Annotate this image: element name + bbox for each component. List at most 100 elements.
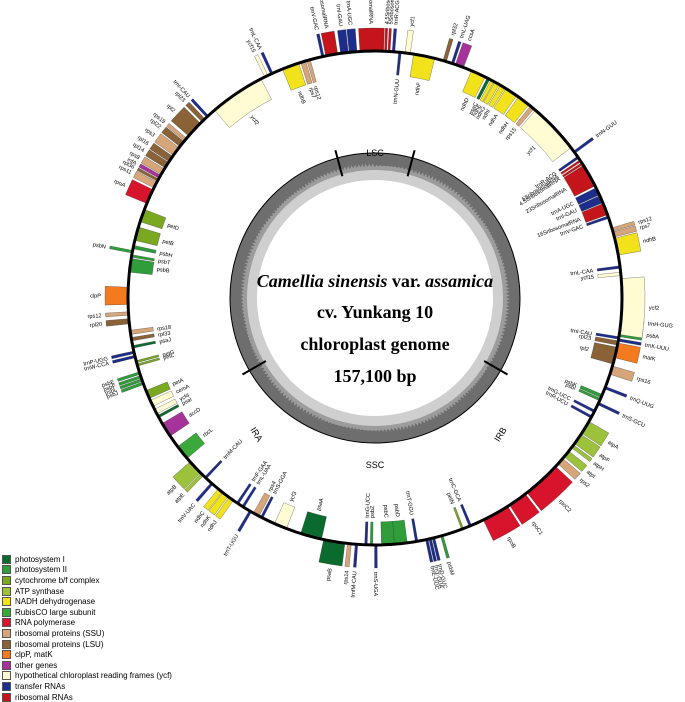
gene-block [130,258,155,275]
gene-label: atpF [598,453,611,465]
gene-label: trnP-UGG [83,356,109,367]
gene-label: rps12 [312,86,322,101]
gene-block [440,536,450,559]
legend-item: ribosomal proteins (LSU) [2,639,242,650]
legend-swatch [2,681,11,691]
gene-block [242,486,257,507]
gene-label: petN [445,492,455,505]
gene-label: accD [188,407,202,419]
gene-label: psbK [564,378,578,389]
gene-label: psbB [156,267,170,275]
gene-label: atpE [174,492,187,505]
gene-block [597,272,621,278]
gene-label: rps12 [87,313,101,320]
gene-label: psbI [564,382,577,392]
region-label-ssc: SSC [366,460,385,470]
gene-label: psbA [646,333,660,341]
gene-label: cemA [175,384,191,396]
gene-label: rps4 [267,480,277,492]
gene-label: atpB [166,484,179,496]
legend-swatch [2,554,11,564]
region-boundary-tick [483,360,509,376]
legend-swatch [2,660,11,670]
genome-title-line2: cv. Yunkang 10 [317,302,433,322]
legend-swatch [2,618,11,628]
gene-block [237,511,252,533]
gene-label: psbE [101,379,115,389]
gene-label: 5SribosomalRNA [389,0,397,25]
gene-block [105,318,129,327]
gene-block [396,52,402,76]
gene-label: ndhD [460,97,471,112]
gene-block [133,245,157,254]
gene-label: petA [172,378,185,388]
gene-label: trnK-UUU [644,343,669,353]
legend-item: ribosomal proteins (SSU) [2,628,242,639]
gene-label: rps3 [143,127,155,138]
gene-label: psbJ [106,391,119,401]
gene-block [337,29,349,53]
gene-label: matK [642,354,656,363]
legend-swatch [2,692,11,702]
gene-label: rps14 [343,570,350,585]
gene-label: ndhF [414,81,423,95]
gene-block [384,28,388,51]
legend-label: ribosomal RNAs [15,692,73,702]
gene-label: petG [162,350,175,359]
gene-label: trnN-GUU [393,79,401,104]
genome-size: 157,100 bp [333,366,416,386]
gene-label: rps11 [118,165,133,177]
gene-label: rps2 [578,478,590,490]
gene-block [364,521,369,545]
gene-block [353,545,358,568]
legend-label: transfer RNAs [15,681,66,691]
gene-label: rpl2 [165,103,176,114]
gene-block [387,28,392,51]
legend-swatch [2,639,11,649]
legend-label: clpP, matK [15,650,53,660]
gene-label: rps8 [128,151,140,162]
gene-label: rps18 [157,325,172,333]
gene-label: trnT-GGU [404,491,414,516]
gene-block [320,30,338,56]
legend-swatch [2,607,11,617]
gene-label: atpI [585,469,596,480]
legend-swatch [2,628,11,638]
gene-label: clpP [90,294,101,300]
gene-label: ycf2 [249,114,260,126]
gene-block [574,137,594,153]
genome-title-line1: Camellia sinensis var. assamica [257,271,493,291]
legend-swatch [2,586,11,596]
gene-label: ndhI [481,108,492,121]
gene-label: psaB [326,568,334,582]
legend-item: photosystem I [2,554,242,565]
gene-label: ycf4 [179,393,191,403]
gene-block [453,506,464,529]
legend-label: cytochrome b/f complex [15,575,100,585]
gene-block [135,227,161,246]
legend-swatch [2,575,11,585]
gene-block [620,276,646,339]
gene-label: ycf1 [409,16,416,27]
gene-label: rps7 [639,223,651,232]
gene-label: trnW-CCA [84,361,110,373]
gene-block [615,343,641,364]
gene-label: psaJ [159,337,172,345]
gene-block [130,327,154,335]
gene-block [205,460,223,479]
gene-label: rpoA [113,179,126,189]
region-boundary-tick [334,149,344,177]
gene-label: trnD-GUC [436,564,448,590]
gene-label: psbZ [370,505,376,518]
gene-label: rbcL [202,427,214,438]
region-label-ira: IRA [248,425,264,443]
legend-label: RubisCO large subunit [15,607,96,617]
gene-label: trnL-CAA [570,268,594,277]
gene-label: ycf15 [580,275,594,282]
gene-label: 23SribosomalRNA [367,0,374,24]
gene-label: trnS-UGA [372,572,378,597]
gene-block [104,286,128,306]
legend-item: ATP synthase [2,586,242,597]
legend-label: ribosomal proteins (SSU) [15,628,105,638]
